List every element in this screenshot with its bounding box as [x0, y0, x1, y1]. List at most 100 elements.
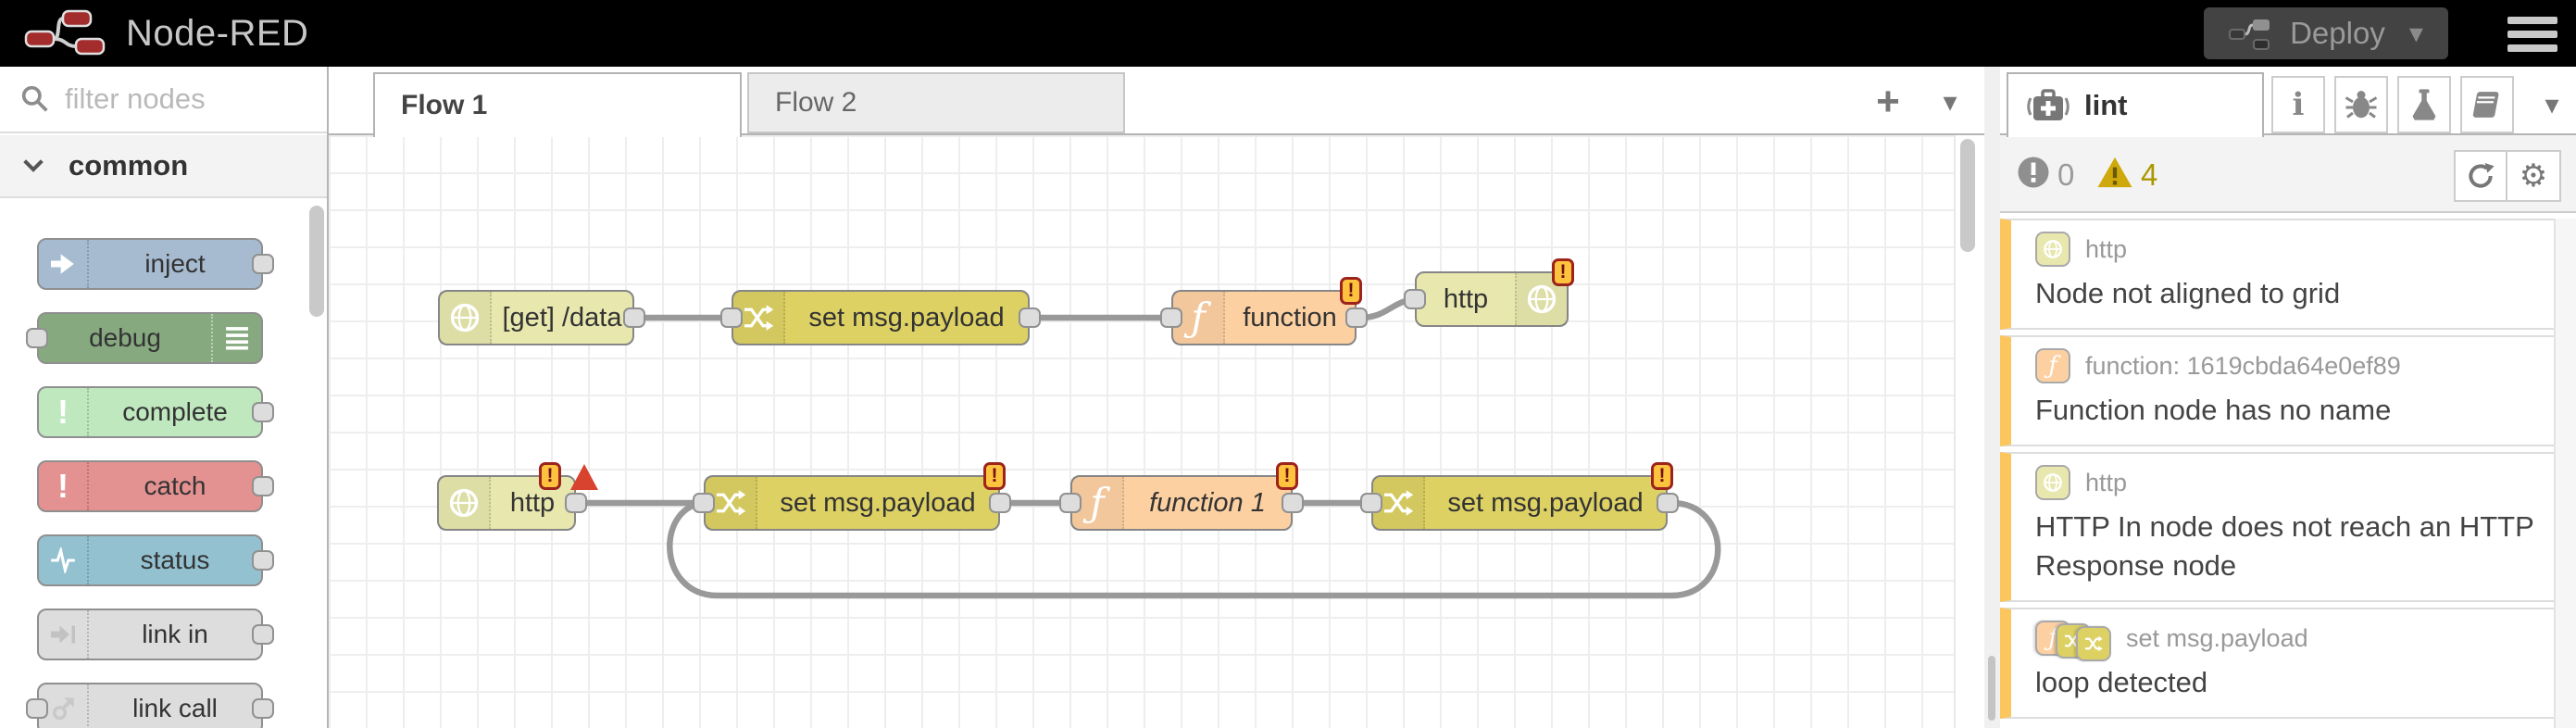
palette-node-inject[interactable]: inject — [37, 238, 274, 290]
flow-list-caret[interactable]: ▾ — [1943, 86, 1957, 118]
palette-node-label: inject — [144, 249, 206, 278]
error-count: 0 — [2057, 157, 2075, 192]
palette-node-status[interactable]: status — [37, 534, 274, 586]
flow-node-http-response[interactable]: http ! — [1404, 258, 1574, 327]
input-port[interactable] — [693, 493, 715, 513]
output-port[interactable] — [1019, 308, 1041, 328]
deploy-button[interactable]: Deploy ▾ — [2204, 7, 2448, 59]
debug-tab-button[interactable] — [2334, 76, 2388, 133]
error-count-icon — [2017, 156, 2050, 189]
lint-item[interactable]: ƒ function: 1619cbda64e0ef89 Function no… — [2000, 335, 2554, 446]
tab-label: Flow 2 — [775, 87, 857, 118]
input-port[interactable] — [1160, 308, 1182, 328]
node-icon-stack: ƒ — [2035, 621, 2111, 661]
lint-node-name: set msg.payload — [2126, 623, 2308, 652]
sidebar-separator[interactable] — [1984, 67, 2000, 728]
output-port[interactable] — [623, 308, 645, 328]
flow-node-change-2[interactable]: set msg.payload ! — [693, 462, 1011, 531]
warning-badge: ! — [983, 462, 1006, 490]
help-tab-button[interactable] — [2460, 76, 2514, 133]
lint-refresh-button[interactable] — [2454, 150, 2507, 202]
warning-badge: ! — [1651, 462, 1673, 490]
flask-tab-button[interactable] — [2397, 76, 2451, 133]
sidebar-scrollbar-track[interactable] — [2554, 219, 2576, 728]
palette-node-complete[interactable]: ! complete — [37, 386, 274, 438]
flow-node-change-3[interactable]: set msg.payload ! — [1360, 462, 1679, 531]
globe-icon — [1515, 273, 1567, 325]
node-label: function 1 — [1149, 487, 1266, 518]
output-port[interactable] — [252, 550, 274, 571]
add-flow-button[interactable]: + — [1876, 79, 1900, 124]
palette-scrollbar[interactable] — [309, 206, 324, 317]
palette-node-catch[interactable]: ! catch — [37, 460, 274, 512]
lint-item[interactable]: http HTTP In node does not reach an HTTP… — [2000, 452, 2554, 602]
canvas-scrollbar[interactable] — [1960, 139, 1975, 252]
info-icon: i — [2292, 86, 2305, 123]
debug-icon — [211, 314, 261, 362]
flow-node-http-in-get-data[interactable]: [get] /data — [438, 290, 645, 345]
output-port[interactable] — [252, 698, 274, 719]
lint-status-bar: 0 4 ⚙ — [2000, 135, 2576, 213]
function-node-icon: ƒ — [2035, 348, 2070, 383]
palette-node-link-in[interactable]: link in — [37, 609, 274, 660]
brand: Node-RED — [24, 9, 308, 57]
input-port[interactable] — [26, 698, 48, 719]
input-port[interactable] — [26, 328, 48, 348]
sidebar-menu-caret[interactable]: ▾ — [2545, 89, 2559, 120]
tab-label: Flow 1 — [401, 90, 488, 120]
output-port[interactable] — [252, 254, 274, 274]
flow-node-function[interactable]: ƒ function ! — [1160, 277, 1368, 345]
link-call-icon — [39, 684, 89, 728]
palette-node-link-call[interactable]: link call — [26, 683, 274, 728]
output-port[interactable] — [252, 624, 274, 645]
flow-node-change-1[interactable]: set msg.payload — [720, 290, 1041, 345]
palette-node-debug[interactable]: debug — [26, 312, 263, 364]
flow-node-function-1[interactable]: ƒ function 1 ! — [1059, 462, 1304, 531]
flow-canvas[interactable]: [get] /data set msg.payload ƒ function — [329, 135, 1984, 728]
lint-message: loop detected — [2035, 666, 2208, 698]
book-icon — [2470, 89, 2504, 120]
output-port[interactable] — [565, 493, 587, 513]
tab-flow-2[interactable]: Flow 2 — [747, 72, 1125, 133]
input-port[interactable] — [1360, 493, 1382, 513]
change-node-icon — [2076, 626, 2111, 661]
output-port[interactable] — [1282, 493, 1304, 513]
output-port[interactable] — [1345, 308, 1368, 328]
output-port[interactable] — [252, 402, 274, 422]
palette-category-common[interactable]: common — [0, 135, 327, 198]
header: Node-RED Deploy ▾ — [0, 0, 2576, 67]
sidebar: lint i — [2000, 67, 2576, 728]
flow-tabbar: Flow 1 Flow 2 + ▾ — [329, 67, 1984, 137]
input-port[interactable] — [720, 308, 743, 328]
node-label: set msg.payload — [780, 487, 976, 518]
input-port[interactable] — [1404, 289, 1426, 309]
separator-handle[interactable] — [1988, 656, 1995, 721]
lint-item[interactable]: ƒ — [2000, 608, 2554, 719]
tab-flow-1[interactable]: Flow 1 — [373, 72, 742, 137]
warning-count: 4 — [2141, 157, 2158, 192]
warning-count-icon — [2096, 156, 2133, 189]
sidebar-tab-label: lint — [2084, 89, 2128, 121]
complete-icon: ! — [39, 388, 89, 436]
error-triangle-icon — [570, 464, 598, 490]
flow-node-http-in-2[interactable]: http ! — [437, 462, 598, 531]
output-port[interactable] — [1657, 493, 1679, 513]
http-node-icon — [2035, 232, 2070, 267]
wires — [576, 295, 1721, 599]
info-tab-button[interactable]: i — [2271, 76, 2325, 133]
output-port[interactable] — [989, 493, 1011, 513]
lint-settings-button[interactable]: ⚙ — [2507, 150, 2561, 202]
filter-nodes-input[interactable] — [63, 82, 298, 117]
palette-node-label: link in — [142, 620, 208, 648]
output-port[interactable] — [252, 476, 274, 496]
globe-icon — [440, 292, 492, 344]
lint-item[interactable]: http Node not aligned to grid — [2000, 219, 2554, 330]
deploy-icon — [2229, 16, 2271, 51]
input-port[interactable] — [1059, 493, 1082, 513]
deploy-caret-icon[interactable]: ▾ — [2408, 18, 2423, 49]
node-label: function — [1243, 302, 1337, 333]
tab-lint[interactable]: lint — [2007, 72, 2264, 137]
palette-node-label: status — [140, 546, 210, 574]
main-menu-button[interactable] — [2507, 17, 2557, 52]
search-icon — [20, 84, 50, 114]
